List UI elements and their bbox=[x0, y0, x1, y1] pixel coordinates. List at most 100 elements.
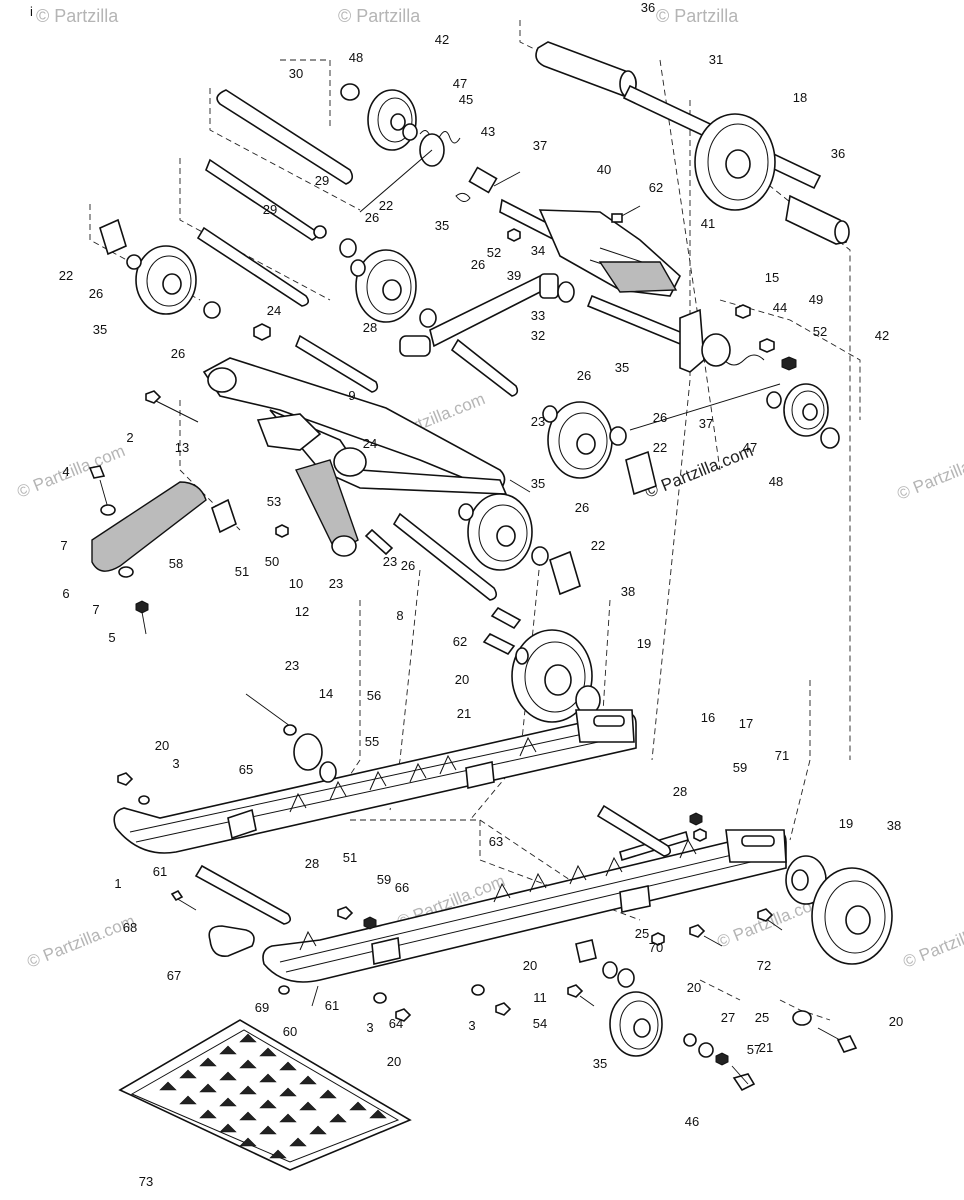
callout-73: 73 bbox=[139, 1174, 153, 1189]
callout-12: 12 bbox=[295, 604, 309, 619]
watermark-left-middle: © Partzilla.com bbox=[14, 441, 127, 502]
callout-36: 36 bbox=[831, 146, 845, 161]
callout-61: 61 bbox=[153, 864, 167, 879]
callout-16: 16 bbox=[701, 710, 715, 725]
callout-50: 50 bbox=[265, 554, 279, 569]
callout-54: 54 bbox=[533, 1016, 547, 1031]
callout-67: 67 bbox=[167, 968, 181, 983]
callout-44: 44 bbox=[773, 300, 787, 315]
left-slide-rail bbox=[113, 693, 707, 862]
callout-48: 48 bbox=[349, 50, 363, 65]
callout-7: 7 bbox=[60, 538, 67, 553]
callout-20: 20 bbox=[455, 672, 469, 687]
callout-26: 26 bbox=[577, 368, 591, 383]
callout-23: 23 bbox=[383, 554, 397, 569]
callout-10: 10 bbox=[289, 576, 303, 591]
callout-18: 18 bbox=[793, 90, 807, 105]
watermark-top-left: © Partzilla bbox=[36, 6, 119, 26]
callout-22: 22 bbox=[591, 538, 605, 553]
callout-61: 61 bbox=[325, 998, 339, 1013]
callout-34: 34 bbox=[531, 243, 545, 258]
upper-shaft-assembly bbox=[535, 41, 850, 245]
callout-39: 39 bbox=[507, 268, 521, 283]
callout-63: 63 bbox=[489, 834, 503, 849]
callout-42: 42 bbox=[875, 328, 889, 343]
callout-26: 26 bbox=[89, 286, 103, 301]
callout-48: 48 bbox=[769, 474, 783, 489]
watermark-right-bottom: © Partzilla.com bbox=[900, 911, 964, 972]
callout-35: 35 bbox=[93, 322, 107, 337]
callout-22: 22 bbox=[653, 440, 667, 455]
callout-20: 20 bbox=[687, 980, 701, 995]
callout-46: 46 bbox=[685, 1114, 699, 1129]
callout-28: 28 bbox=[363, 320, 377, 335]
callout-29: 29 bbox=[263, 202, 277, 217]
callout-65: 65 bbox=[239, 762, 253, 777]
callout-22: 22 bbox=[59, 268, 73, 283]
callout-29: 29 bbox=[315, 173, 329, 188]
watermark-right-edge: © Partzilla.com bbox=[894, 443, 964, 504]
callout-36: 36 bbox=[641, 0, 655, 15]
callout-62: 62 bbox=[453, 634, 467, 649]
callout-38: 38 bbox=[621, 584, 635, 599]
callout-28: 28 bbox=[673, 784, 687, 799]
callout-59: 59 bbox=[377, 872, 391, 887]
callout-3: 3 bbox=[172, 756, 179, 771]
callout-35: 35 bbox=[593, 1056, 607, 1071]
callout-5: 5 bbox=[108, 630, 115, 645]
callout-13: 13 bbox=[175, 440, 189, 455]
callout-35: 35 bbox=[615, 360, 629, 375]
callout-25: 25 bbox=[635, 926, 649, 941]
callout-24: 24 bbox=[267, 303, 281, 318]
callout-9: 9 bbox=[348, 388, 355, 403]
callout-30: 30 bbox=[289, 66, 303, 81]
callout-20: 20 bbox=[155, 738, 169, 753]
callout-26: 26 bbox=[575, 500, 589, 515]
callout-26: 26 bbox=[171, 346, 185, 361]
rear-arm-assembly bbox=[399, 198, 840, 449]
callout-69: 69 bbox=[255, 1000, 269, 1015]
callout-47: 47 bbox=[743, 440, 757, 455]
callout-70: 70 bbox=[649, 940, 663, 955]
callout-41: 41 bbox=[701, 216, 715, 231]
callout-49: 49 bbox=[809, 292, 823, 307]
watermark-left-bottom: © Partzilla.com bbox=[24, 911, 137, 972]
callout-31: 31 bbox=[709, 52, 723, 67]
callout-3: 3 bbox=[366, 1020, 373, 1035]
callout-66: 66 bbox=[395, 880, 409, 895]
callout-27: 27 bbox=[721, 1010, 735, 1025]
callout-59: 59 bbox=[733, 760, 747, 775]
callout-7: 7 bbox=[92, 602, 99, 617]
callout-24: 24 bbox=[363, 436, 377, 451]
callout-6: 6 bbox=[62, 586, 69, 601]
callout-57: 57 bbox=[747, 1042, 761, 1057]
callout-20: 20 bbox=[387, 1054, 401, 1069]
corner-mark: i bbox=[30, 4, 33, 19]
callout-45: 45 bbox=[459, 92, 473, 107]
watermark-top-right: © Partzilla bbox=[656, 6, 739, 26]
callout-32: 32 bbox=[531, 328, 545, 343]
callout-35: 35 bbox=[531, 476, 545, 491]
right-slide-rail bbox=[194, 804, 893, 983]
callout-17: 17 bbox=[739, 716, 753, 731]
callout-4: 4 bbox=[62, 464, 69, 479]
callout-21: 21 bbox=[759, 1040, 773, 1055]
watermark-top-center: © Partzilla bbox=[338, 6, 421, 26]
callout-51: 51 bbox=[343, 850, 357, 865]
rear-idler-wheel-38 bbox=[482, 606, 601, 723]
callout-42: 42 bbox=[435, 32, 449, 47]
front-arm-assembly bbox=[145, 357, 657, 601]
callout-26: 26 bbox=[365, 210, 379, 225]
callout-71: 71 bbox=[775, 748, 789, 763]
middle-shafts bbox=[99, 158, 437, 393]
callout-14: 14 bbox=[319, 686, 333, 701]
callout-11: 11 bbox=[533, 990, 547, 1005]
callout-55: 55 bbox=[365, 734, 379, 749]
callout-37: 37 bbox=[533, 138, 547, 153]
callout-43: 43 bbox=[481, 124, 495, 139]
callout-64: 64 bbox=[389, 1016, 403, 1031]
torque-link-assembly bbox=[88, 465, 207, 635]
callout-68: 68 bbox=[123, 920, 137, 935]
